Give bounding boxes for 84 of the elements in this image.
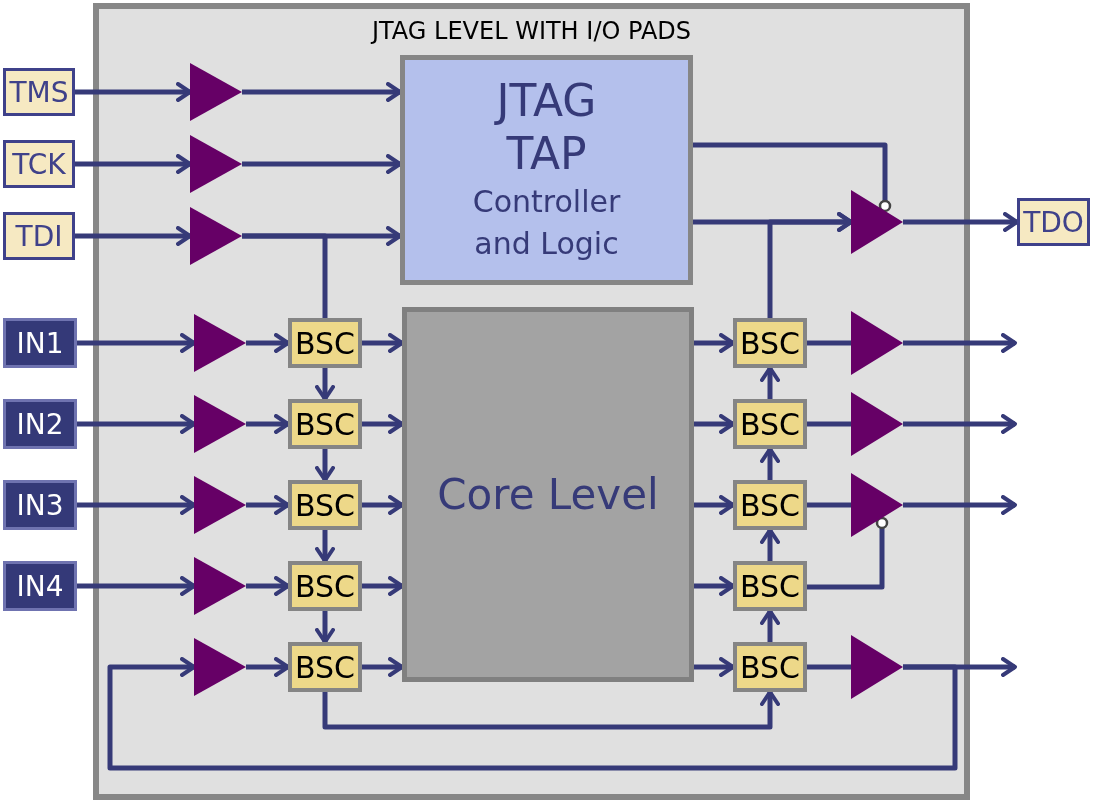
block-text: Controller and Logic [471, 182, 622, 263]
arrow [77, 495, 196, 515]
input-pin-box: IN2 [3, 399, 77, 449]
input-pin-box: IN3 [3, 480, 77, 530]
arrow [246, 495, 290, 515]
buffer-symbol [194, 476, 246, 534]
arrow [760, 609, 780, 642]
boundary-scan-cell: BSC [733, 561, 807, 611]
arrow [903, 333, 1017, 353]
arrow [694, 333, 735, 353]
arrow [315, 611, 335, 644]
arrow [77, 414, 196, 434]
arrow [246, 657, 290, 677]
pin-box: TDO [1017, 198, 1090, 246]
arrow [362, 576, 404, 596]
arrow [694, 576, 735, 596]
arrow [75, 82, 192, 102]
arrow [362, 657, 404, 677]
arrow [246, 414, 290, 434]
boundary-scan-cell: BSC [733, 642, 807, 692]
enable-line [807, 516, 889, 590]
arrow [77, 576, 196, 596]
arrow [246, 333, 290, 353]
frame-title: JTAG LEVEL WITH I/O PADS [369, 17, 693, 45]
boundary-scan-cell: BSC [288, 480, 362, 530]
pin-box: TMS [3, 68, 75, 116]
buffer-symbol [851, 311, 903, 375]
controller-block [400, 55, 693, 285]
arrow [760, 447, 780, 480]
arrow [242, 154, 402, 174]
connector-line [807, 340, 851, 346]
arrow [694, 495, 735, 515]
enable-line [693, 142, 892, 213]
arrow [362, 495, 404, 515]
boundary-scan-cell: BSC [733, 318, 807, 368]
arrow [322, 690, 780, 730]
arrow [694, 657, 735, 677]
arrow [242, 82, 402, 102]
arrow [767, 212, 853, 318]
connector-line [807, 421, 851, 427]
arrow [362, 414, 404, 434]
io-frame [93, 3, 970, 800]
boundary-scan-cell: BSC [288, 318, 362, 368]
arrow [903, 657, 1017, 677]
arrow [760, 366, 780, 399]
arrow [315, 449, 335, 482]
arrow [75, 154, 192, 174]
buffer-symbol [194, 314, 246, 372]
buffer-symbol [194, 557, 246, 615]
arrow [315, 530, 335, 563]
buffer-symbol [190, 207, 242, 265]
arrow [903, 212, 1019, 232]
buffer-symbol [194, 395, 246, 453]
pin-box: TDI [3, 212, 75, 260]
arrow [75, 226, 192, 246]
input-pin-box: IN4 [3, 561, 77, 611]
connector-line [807, 502, 851, 508]
boundary-scan-cell: BSC [288, 642, 362, 692]
buffer-symbol [851, 392, 903, 456]
input-pin-box: IN1 [3, 318, 77, 368]
block-title: JTAG TAP [493, 75, 598, 181]
core-block: Core Level [402, 307, 694, 682]
buffer-symbol [194, 638, 246, 696]
pin-box: TCK [3, 140, 75, 188]
buffer-symbol [190, 135, 242, 193]
buffer-symbol [851, 635, 903, 699]
arrow [694, 414, 735, 434]
boundary-scan-cell: BSC [733, 480, 807, 530]
arrow [903, 414, 1017, 434]
arrow [315, 368, 335, 401]
boundary-scan-cell: BSC [288, 399, 362, 449]
arrow [760, 528, 780, 561]
arrow [903, 495, 1017, 515]
connector-line [807, 664, 851, 670]
buffer-symbol [851, 473, 903, 537]
arrow [362, 333, 404, 353]
buffer-symbol [851, 190, 903, 254]
arrow [107, 657, 958, 771]
boundary-scan-cell: BSC [733, 399, 807, 449]
buffer-symbol [190, 63, 242, 121]
connector-line [242, 233, 328, 318]
boundary-scan-cell: BSC [288, 561, 362, 611]
arrow [246, 576, 290, 596]
arrow [77, 333, 196, 353]
